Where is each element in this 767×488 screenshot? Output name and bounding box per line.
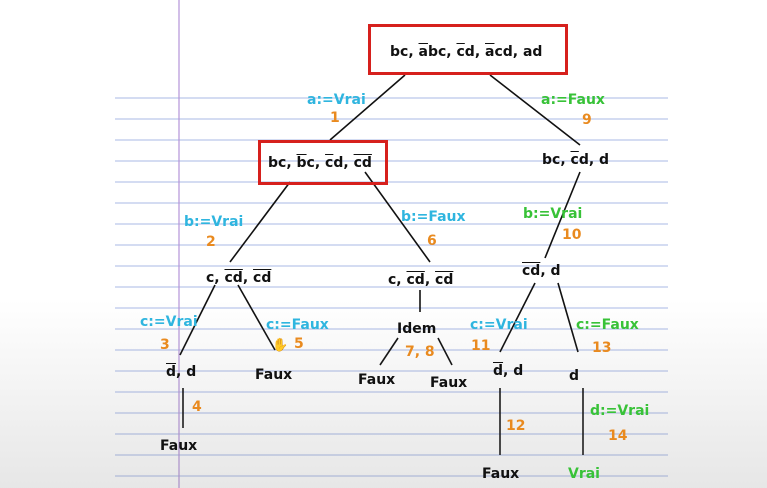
label-b-vrai-right: b:=Vrai — [523, 206, 583, 222]
formula-segment: Faux — [482, 466, 520, 482]
step-12: 12 — [506, 418, 526, 434]
formula-segment: , — [242, 270, 254, 286]
label-b-vrai: b:=Vrai — [184, 214, 244, 230]
formula-segment: cd — [224, 270, 243, 286]
label-a-vrai: a:=Vrai — [307, 92, 366, 108]
formula-segment: b — [296, 155, 307, 171]
formula-segment: bc, — [268, 155, 297, 171]
step-4: 4 — [192, 399, 202, 415]
formula-segment: cd — [406, 272, 425, 288]
formula-segment: c, — [306, 155, 326, 171]
node-rcl: d, d — [493, 363, 523, 379]
formula-segment: , d — [503, 363, 524, 379]
step-1: 1 — [330, 110, 340, 126]
formula-segment: , — [424, 272, 436, 288]
edge-root-right — [489, 74, 581, 146]
formula-segment: bc, — [542, 152, 571, 168]
node-llll-faux: Faux — [160, 438, 197, 454]
step-3: 3 — [160, 337, 170, 353]
step-6: 6 — [427, 233, 437, 249]
node-root: bc, abc, cd, acd, ad — [390, 44, 542, 60]
edge-left-lr — [364, 171, 431, 263]
formula-segment: Vrai — [568, 466, 600, 482]
formula-segment: cd — [353, 155, 372, 171]
label-a-faux: a:=Faux — [541, 92, 605, 108]
formula-segment: bc, — [390, 44, 419, 60]
formula-segment: Faux — [358, 372, 396, 388]
formula-segment: bc, — [427, 44, 457, 60]
formula-segment: Faux — [430, 375, 468, 391]
node-rcrr-vrai: Vrai — [568, 466, 600, 482]
node-idem-left-faux: Faux — [358, 372, 395, 388]
formula-segment: c, — [206, 270, 225, 286]
node-left-left: c, cd, cd — [206, 270, 271, 286]
hand-cursor-icon: ✋ — [272, 338, 289, 353]
formula-segment: a — [418, 44, 428, 60]
label-d-vrai: d:=Vrai — [590, 403, 650, 419]
node-lll: d, d — [166, 364, 196, 380]
step-14: 14 — [608, 428, 628, 444]
formula-segment: , d — [176, 364, 197, 380]
edge-idem-l — [379, 337, 399, 366]
formula-segment: d, — [464, 44, 486, 60]
formula-segment: cd — [522, 263, 541, 279]
step-2: 2 — [206, 234, 216, 250]
formula-segment: , d — [540, 263, 561, 279]
edge-right-rc — [544, 171, 581, 259]
label-c-vrai-left: c:=Vrai — [140, 314, 198, 330]
formula-segment: Faux — [255, 367, 293, 383]
node-left-right: c, cd, cd — [388, 272, 453, 288]
edge-ll-lll — [179, 284, 216, 356]
edge-ll-llr — [237, 284, 276, 351]
highlight-box-root — [368, 24, 568, 75]
formula-segment: d — [166, 364, 177, 380]
label-b-faux: b:=Faux — [401, 209, 466, 225]
node-rcll-faux: Faux — [482, 466, 519, 482]
formula-segment: c — [325, 155, 334, 171]
edge-rc-rcl — [499, 282, 536, 353]
node-idem: Idem — [397, 321, 436, 337]
step-10: 10 — [562, 227, 582, 243]
formula-segment: cd, ad — [494, 44, 543, 60]
node-llr-faux: Faux — [255, 367, 292, 383]
formula-segment: cd — [253, 270, 272, 286]
edge-idem-r — [437, 337, 453, 366]
formula-segment: c — [570, 152, 579, 168]
step-11: 11 — [471, 338, 491, 354]
highlight-box-left — [258, 140, 388, 185]
formula-segment: d — [493, 363, 504, 379]
edge-left-ll — [229, 181, 291, 263]
node-idem-right-faux: Faux — [430, 375, 467, 391]
step-7-8: 7, 8 — [405, 344, 435, 360]
formula-segment: d, — [333, 155, 354, 171]
edge-rc-rcr — [557, 282, 579, 353]
formula-segment: c, — [388, 272, 407, 288]
formula-segment: Faux — [160, 438, 198, 454]
formula-segment: d — [569, 368, 580, 384]
step-13: 13 — [592, 340, 612, 356]
label-c-vrai-right: c:=Vrai — [470, 317, 528, 333]
step-9: 9 — [582, 112, 592, 128]
node-left: bc, bc, cd, cd — [268, 155, 372, 171]
label-c-faux-right: c:=Faux — [576, 317, 639, 333]
step-5: 5 — [294, 336, 304, 352]
formula-segment: cd — [435, 272, 454, 288]
formula-segment: a — [485, 44, 495, 60]
formula-segment: Idem — [397, 321, 437, 337]
node-right-child: cd, d — [522, 263, 561, 279]
node-rcr: d — [569, 368, 579, 384]
formula-segment: d, d — [578, 152, 610, 168]
edge-root-left — [329, 74, 406, 141]
formula-segment: c — [456, 44, 465, 60]
node-right: bc, cd, d — [542, 152, 609, 168]
label-c-faux-left: c:=Faux — [266, 317, 329, 333]
